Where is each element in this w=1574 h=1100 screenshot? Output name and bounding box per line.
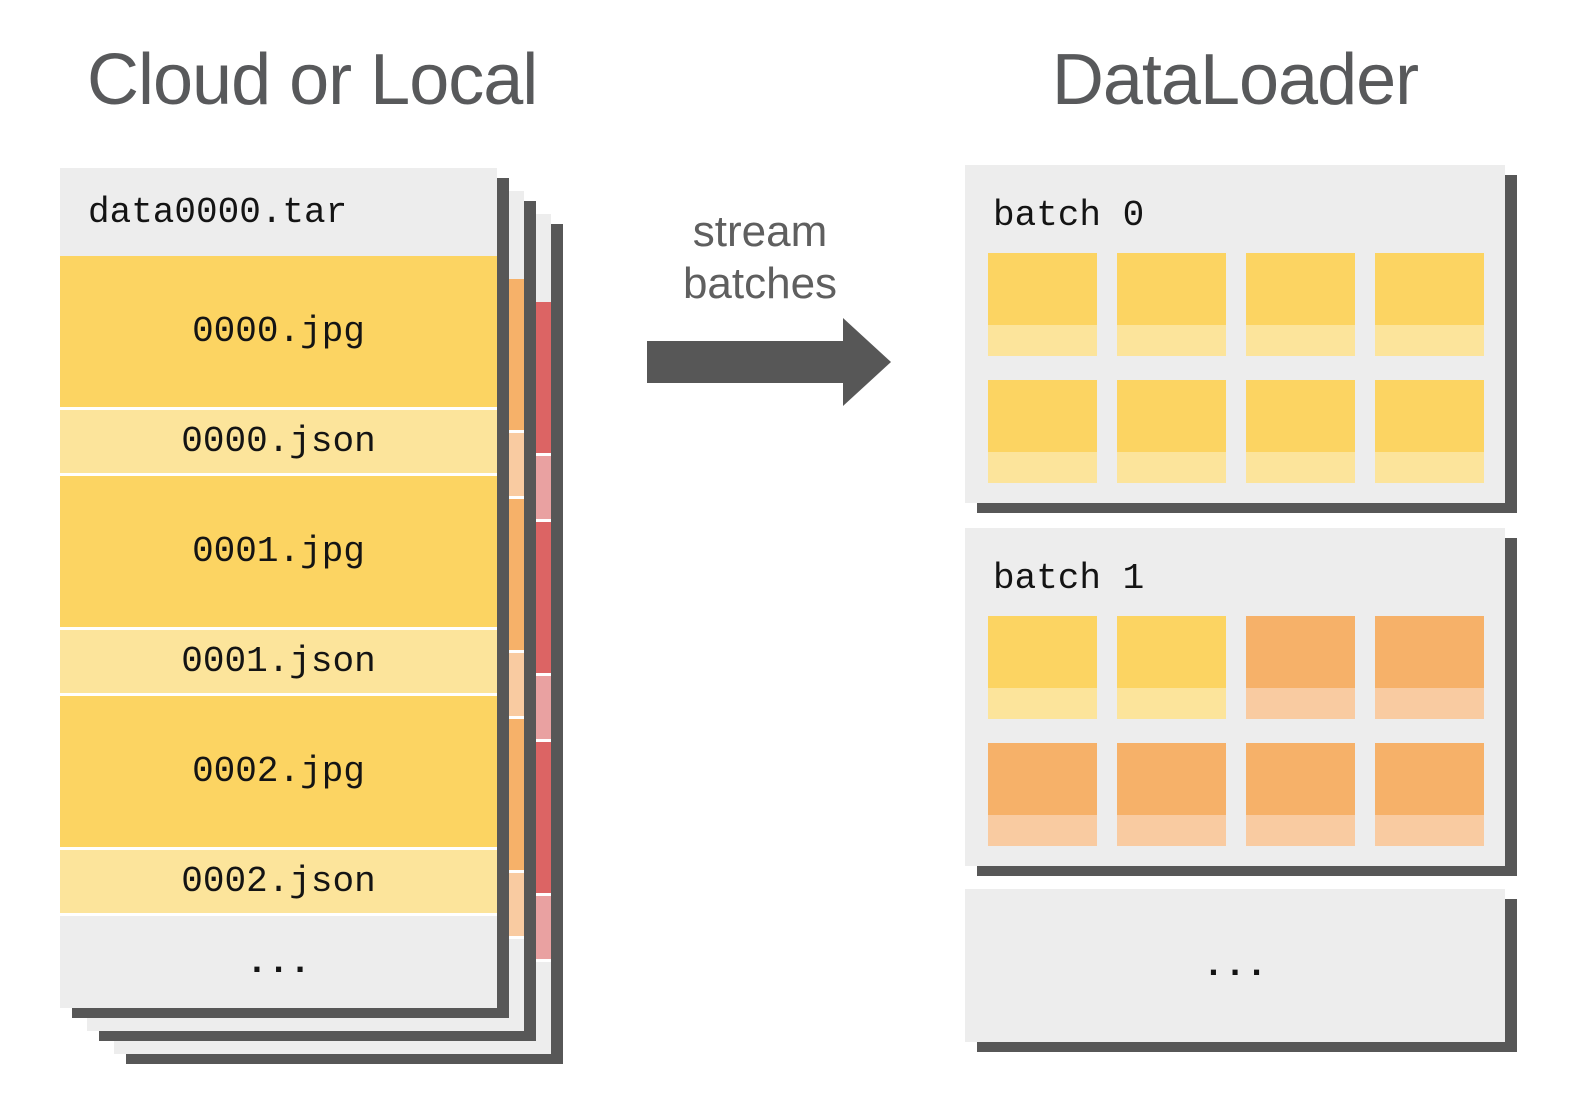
- batch-1-card: batch 1: [965, 528, 1505, 866]
- tar-member-name: 0000.json: [181, 421, 376, 462]
- sample-image-part: [1375, 380, 1484, 452]
- sample-image-part: [1117, 253, 1226, 325]
- sample-tile: [1246, 380, 1355, 483]
- sample-label-part: [1117, 452, 1226, 483]
- sample-label-part: [1375, 688, 1484, 719]
- tar-member-row-jpg: 0002.jpg: [60, 696, 497, 847]
- batch-0-label: batch 0: [993, 194, 1145, 236]
- sample-tile: [1246, 253, 1355, 356]
- tar-member-list: 0000.jpg 0000.json 0001.jpg 0001.json 0002.j…: [60, 256, 497, 913]
- sample-image-part: [1375, 253, 1484, 325]
- tar-member-row-json: 0002.json: [60, 850, 497, 913]
- sample-label-part: [1375, 452, 1484, 483]
- tar-member-row-json: 0000.json: [60, 410, 497, 473]
- sample-image-part: [1246, 253, 1355, 325]
- tar-member-name: 0001.jpg: [192, 531, 365, 572]
- sample-image-part: [988, 743, 1097, 815]
- sample-tile: [988, 743, 1097, 846]
- sample-tile: [1375, 380, 1484, 483]
- sample-label-part: [988, 452, 1097, 483]
- batch-1-sample-grid: [988, 616, 1484, 846]
- sample-tile: [988, 616, 1097, 719]
- sample-image-part: [1117, 743, 1226, 815]
- tar-ellipsis: ...: [246, 941, 311, 983]
- sample-image-part: [1117, 380, 1226, 452]
- sample-tile: [1117, 253, 1226, 356]
- sample-label-part: [1246, 325, 1355, 356]
- tar-member-name: 0002.json: [181, 861, 376, 902]
- sample-label-part: [1246, 815, 1355, 846]
- sample-label-part: [988, 325, 1097, 356]
- sample-tile: [1246, 616, 1355, 719]
- sample-tile: [988, 253, 1097, 356]
- right-arrow-icon: [647, 318, 891, 406]
- sample-tile: [1375, 616, 1484, 719]
- sample-image-part: [1246, 743, 1355, 815]
- sample-tile: [1375, 253, 1484, 356]
- sample-tile: [1246, 743, 1355, 846]
- sample-image-part: [1375, 743, 1484, 815]
- sample-label-part: [1246, 688, 1355, 719]
- stream-batches-label-line2: batches: [682, 259, 838, 308]
- tar-archive-header: data0000.tar: [60, 168, 497, 256]
- sample-tile: [1117, 380, 1226, 483]
- sample-label-part: [1375, 815, 1484, 846]
- tar-archive-name: data0000.tar: [88, 191, 348, 233]
- sample-label-part: [988, 815, 1097, 846]
- batch-0-sample-grid: [988, 253, 1484, 483]
- more-batches-card: ...: [965, 889, 1505, 1042]
- batch-1-label: batch 1: [993, 557, 1145, 599]
- tar-member-name: 0002.jpg: [192, 751, 365, 792]
- sample-tile: [1117, 616, 1226, 719]
- sample-tile: [1117, 743, 1226, 846]
- sample-image-part: [1375, 616, 1484, 688]
- sample-image-part: [988, 380, 1097, 452]
- sample-image-part: [1246, 380, 1355, 452]
- sample-image-part: [1117, 616, 1226, 688]
- sample-label-part: [1375, 325, 1484, 356]
- more-batches-ellipsis: ...: [1202, 945, 1268, 986]
- cloud-or-local-title: Cloud or Local: [87, 40, 538, 120]
- sample-label-part: [1117, 815, 1226, 846]
- tar-ellipsis-footer: ...: [60, 916, 497, 1008]
- sample-label-part: [1117, 688, 1226, 719]
- tar-member-name: 0001.json: [181, 641, 376, 682]
- sample-tile: [988, 380, 1097, 483]
- dataloader-title: DataLoader: [1051, 40, 1419, 120]
- tar-member-name: 0000.jpg: [192, 311, 365, 352]
- sample-image-part: [988, 253, 1097, 325]
- sample-label-part: [988, 688, 1097, 719]
- batch-0-card: batch 0: [965, 165, 1505, 503]
- tar-member-row-jpg: 0000.jpg: [60, 256, 497, 407]
- stream-batches-label-line1: stream: [692, 207, 828, 256]
- sample-label-part: [1246, 452, 1355, 483]
- sample-image-part: [988, 616, 1097, 688]
- tar-member-row-jpg: 0001.jpg: [60, 476, 497, 627]
- sample-image-part: [1246, 616, 1355, 688]
- tar-member-row-json: 0001.json: [60, 630, 497, 693]
- sample-label-part: [1117, 325, 1226, 356]
- sample-tile: [1375, 743, 1484, 846]
- stream-batches-label: stream batches: [610, 206, 910, 310]
